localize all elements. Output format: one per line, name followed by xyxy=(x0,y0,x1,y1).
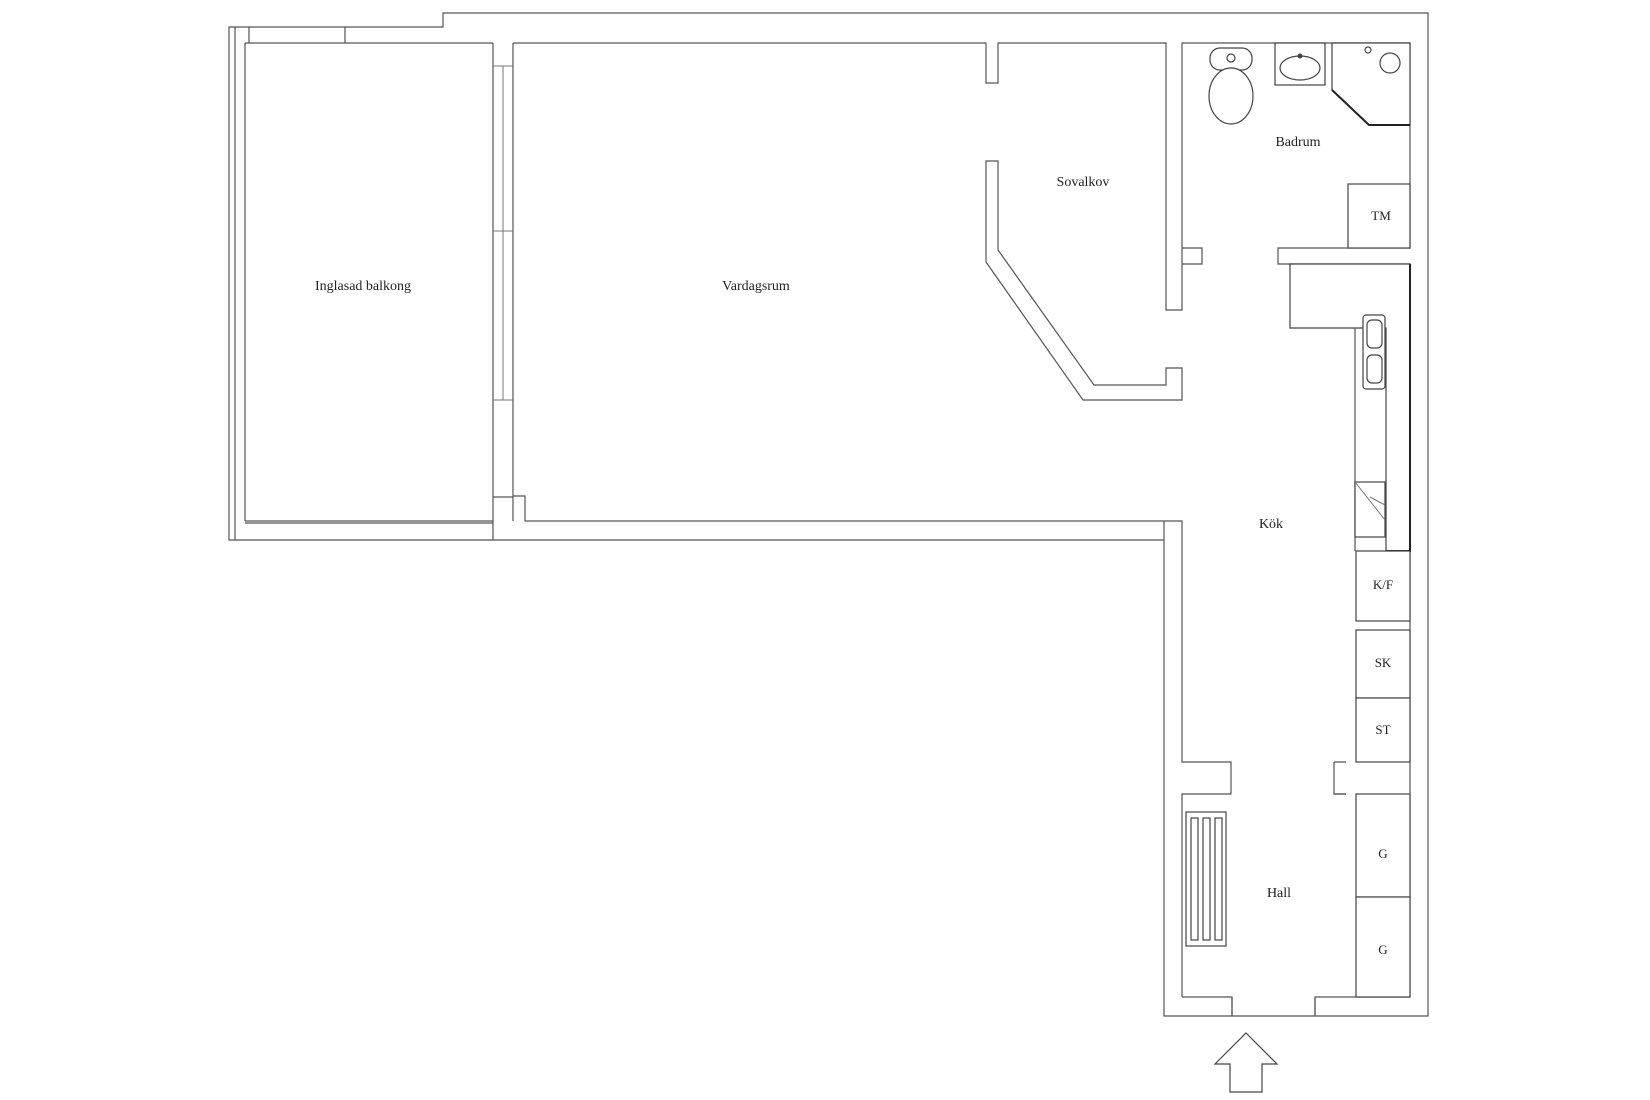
entrance-arrow-icon xyxy=(1213,1032,1279,1093)
cabinet-kf: K/F xyxy=(1355,550,1411,622)
radiator-icon xyxy=(1185,811,1227,947)
toilet-icon xyxy=(1208,47,1254,125)
cabinet-st-label: ST xyxy=(1375,722,1390,737)
room-label-kitchen: Kök xyxy=(1259,517,1283,532)
cabinet-g2-label: G xyxy=(1378,942,1387,957)
interior-walls xyxy=(985,160,1346,1016)
cabinet-kf-label: K/F xyxy=(1373,577,1393,592)
cabinet-g1-label: G xyxy=(1378,846,1387,861)
room-label-living: Vardagsrum xyxy=(722,279,790,294)
kitchen-counter xyxy=(1289,263,1411,552)
shower-icon xyxy=(1331,42,1411,126)
sink-icon xyxy=(1274,42,1326,86)
cabinet-sk: SK xyxy=(1355,629,1411,699)
cabinet-sk-label: SK xyxy=(1375,655,1392,670)
storage-cabinets: K/F SK ST G G xyxy=(1355,550,1411,998)
stove-icon xyxy=(1354,481,1386,538)
cabinet-tm: TM xyxy=(1347,183,1411,249)
room-label-balcony: Inglasad balkong xyxy=(315,279,411,294)
cabinet-st: ST xyxy=(1355,697,1411,763)
room-label-hall: Hall xyxy=(1267,886,1291,901)
room-label-bathroom: Badrum xyxy=(1275,135,1320,150)
cabinet-tm-label: TM xyxy=(1371,208,1391,223)
kitchen-sink-icon xyxy=(1362,314,1386,390)
outer-walls xyxy=(228,12,1429,1017)
cabinet-g-lower: G xyxy=(1355,896,1411,998)
cabinet-g-upper: G xyxy=(1355,793,1411,898)
room-label-alcove: Sovalkov xyxy=(1057,175,1110,190)
bathroom-fixtures: TM xyxy=(1208,42,1411,249)
